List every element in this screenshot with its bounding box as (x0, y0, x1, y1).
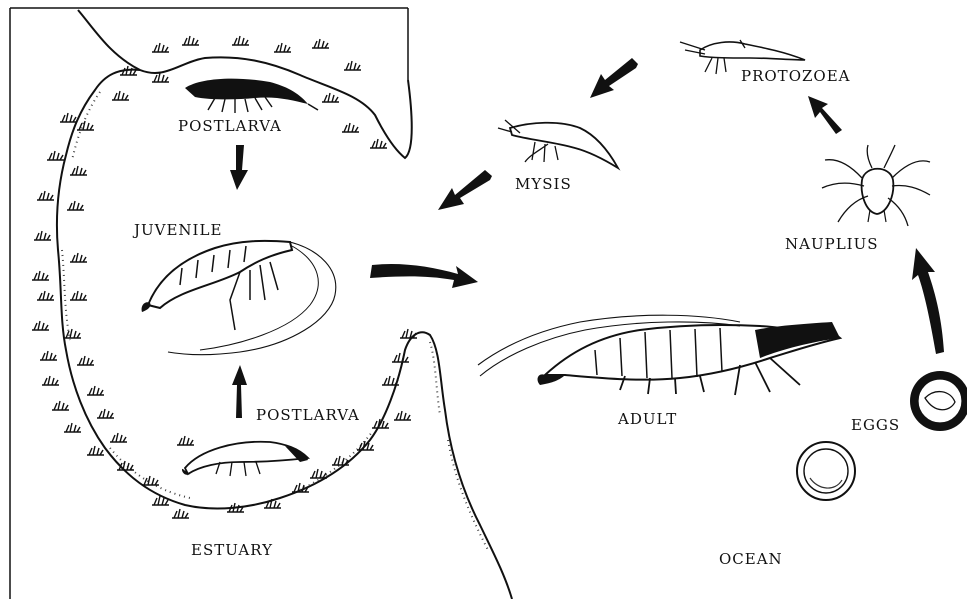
label-protozoea: PROTOZOEA (741, 67, 851, 85)
mysis-illustration (498, 120, 618, 168)
label-estuary: ESTUARY (191, 541, 273, 559)
postlarva-bottom-illustration (182, 442, 308, 476)
adult-illustration (478, 315, 840, 395)
nauplius-illustration (822, 145, 930, 226)
label-juvenile: JUVENILE (134, 221, 222, 239)
arrow-eggs-to-nauplius (912, 248, 944, 354)
postlarva-top-illustration (185, 79, 318, 113)
arrow-postlarva-to-juvenile (230, 145, 248, 190)
label-ocean: OCEAN (719, 550, 783, 568)
label-postlarva-top: POSTLARVA (178, 117, 282, 135)
label-postlarva-bottom: POSTLARVA (256, 406, 360, 424)
label-adult: ADULT (618, 410, 677, 428)
label-nauplius: NAUPLIUS (785, 235, 879, 253)
label-eggs: EGGS (851, 416, 900, 434)
arrow-protozoea-to-mysis (590, 58, 638, 98)
label-mysis: MYSIS (515, 175, 572, 193)
arrow-nauplius-to-protozoea (808, 96, 842, 134)
arrow-postlarva-to-juvenile-bottom (232, 365, 247, 418)
arrow-mysis-to-estuary (438, 170, 492, 210)
arrow-juvenile-to-ocean (370, 264, 478, 288)
juvenile-illustration (142, 241, 336, 355)
eggs-illustration (797, 371, 967, 500)
